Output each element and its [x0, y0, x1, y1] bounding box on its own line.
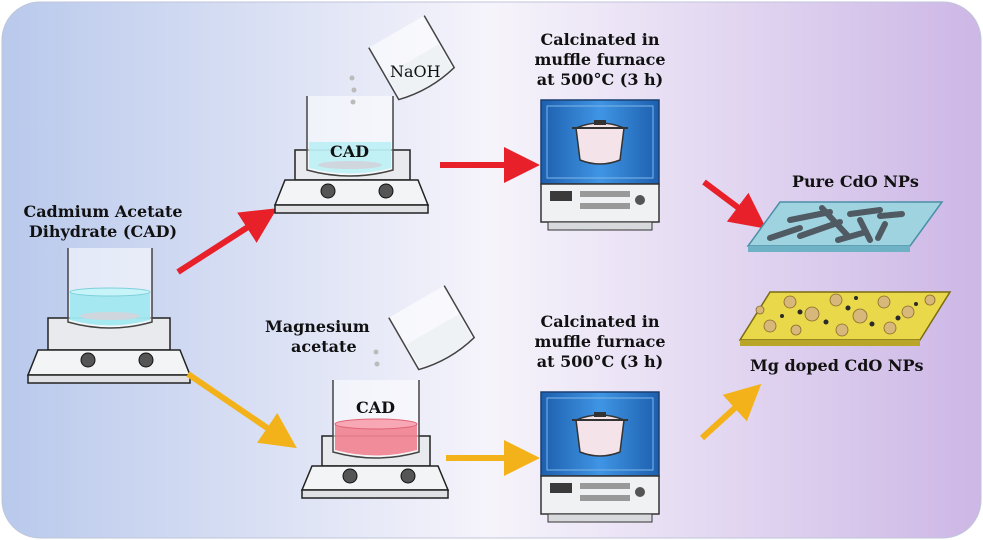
- start-label: Cadmium Acetate Dihydrate (CAD): [8, 202, 198, 242]
- bottom-furnace-line3: at 500°C (3 h): [536, 352, 664, 371]
- naoh-pouring-beaker: [349, 15, 456, 105]
- top-furnace-label: Calcinated in muffle furnace at 500°C (3…: [520, 30, 680, 90]
- top-furnace-line3: at 500°C (3 h): [536, 70, 664, 89]
- top-furnace: [540, 99, 660, 231]
- top-furnace-line1: Calcinated in: [540, 30, 660, 49]
- top-furnace-line2: muffle furnace: [534, 50, 666, 69]
- naoh-label: NaOH: [390, 62, 441, 81]
- top-arrow-3: [702, 179, 767, 229]
- top-arrow-1: [176, 208, 278, 275]
- start-label-line2: Dihydrate (CAD): [28, 222, 178, 241]
- mg-acetate-line2: acetate: [291, 337, 357, 356]
- bottom-arrow-3: [699, 383, 762, 441]
- bottom-furnace-line1: Calcinated in: [540, 312, 660, 331]
- mg-acetate-line1: Magnesium: [265, 317, 370, 336]
- bottom-furnace-line2: muffle furnace: [534, 332, 666, 351]
- bottom-arrow-1: [186, 371, 297, 449]
- mg-cdo-label: Mg doped CdO NPs: [750, 356, 924, 375]
- bottom-furnace-label: Calcinated in muffle furnace at 500°C (3…: [520, 312, 680, 372]
- bottom-furnace: [540, 391, 660, 523]
- start-hotplate: [26, 317, 192, 384]
- pure-cdo-label: Pure CdO NPs: [792, 172, 919, 191]
- bottom-beaker: [332, 380, 420, 459]
- top-beaker: [306, 96, 394, 177]
- mg-acetate-pouring-beaker: [373, 285, 476, 371]
- top-beaker-label: CAD: [330, 142, 370, 161]
- pure-cdo-plate: [746, 201, 944, 252]
- start-beaker: [67, 248, 153, 329]
- bottom-beaker-label: CAD: [356, 398, 396, 417]
- start-label-line1: Cadmium Acetate: [23, 202, 183, 221]
- bottom-hotplate: [300, 435, 450, 499]
- mg-cdo-plate: [738, 291, 952, 346]
- mg-acetate-label: Magnesium acetate: [265, 317, 370, 357]
